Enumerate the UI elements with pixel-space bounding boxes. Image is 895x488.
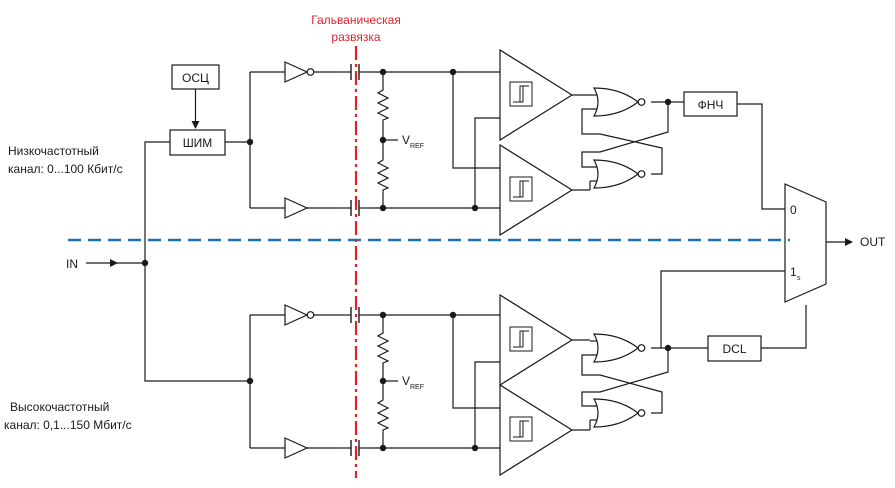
pwm-label: ШИМ xyxy=(183,136,213,150)
hf-vref-sub: REF xyxy=(410,384,424,391)
output-label: OUT xyxy=(860,235,886,249)
hf-nor-gate-1-icon xyxy=(593,333,646,363)
isolation-label-line1: Гальваническая xyxy=(311,13,401,27)
lf-comparator-2-icon xyxy=(499,144,573,236)
lf-comparator-1-icon xyxy=(499,49,573,141)
mux-input-0-label: 0 xyxy=(790,203,797,217)
hf-comparator-2-icon xyxy=(499,384,573,476)
lf-vref-label: V xyxy=(402,133,410,147)
dcl-block xyxy=(707,335,762,362)
isolation-label-line2: развязка xyxy=(331,30,380,44)
lpf-block xyxy=(683,91,738,117)
multiplexer xyxy=(784,183,827,303)
hf-comparator-1-icon xyxy=(499,294,573,386)
high-channel-label-line1: Высокочастотный xyxy=(10,400,109,414)
lf-inverter-icon xyxy=(284,61,315,83)
lf-resistor-top-icon xyxy=(377,81,389,129)
mux-input-1-label: 1 xyxy=(790,265,797,279)
hf-inverter-icon xyxy=(284,304,315,326)
lf-resistor-bottom-icon xyxy=(377,151,389,199)
lf-nor-gate-2-icon xyxy=(593,159,646,189)
osc-label: ОСЦ xyxy=(182,71,209,85)
hf-nor-gate-2-icon xyxy=(593,398,646,428)
mux-input-1-sub: s xyxy=(797,275,801,282)
hf-resistor-top-icon xyxy=(377,324,389,372)
low-channel-label-line2: канал: 0...100 Кбит/с xyxy=(8,162,123,176)
input-label: IN xyxy=(66,257,78,271)
lpf-label: ФНЧ xyxy=(698,98,724,112)
lf-nor-gate-1-icon xyxy=(593,87,646,117)
high-channel-label-line2: канал: 0,1...150 Мбит/с xyxy=(4,418,132,432)
hf-resistor-bottom-icon xyxy=(377,391,389,439)
low-channel-label-line1: Низкочастотный xyxy=(8,144,99,158)
lf-buffer-icon xyxy=(284,197,308,219)
osc-block xyxy=(171,64,220,90)
hf-vref-label: V xyxy=(402,374,410,388)
lf-vref-sub: REF xyxy=(410,143,424,150)
hf-buffer-icon xyxy=(284,437,308,459)
dcl-label: DCL xyxy=(722,342,746,356)
